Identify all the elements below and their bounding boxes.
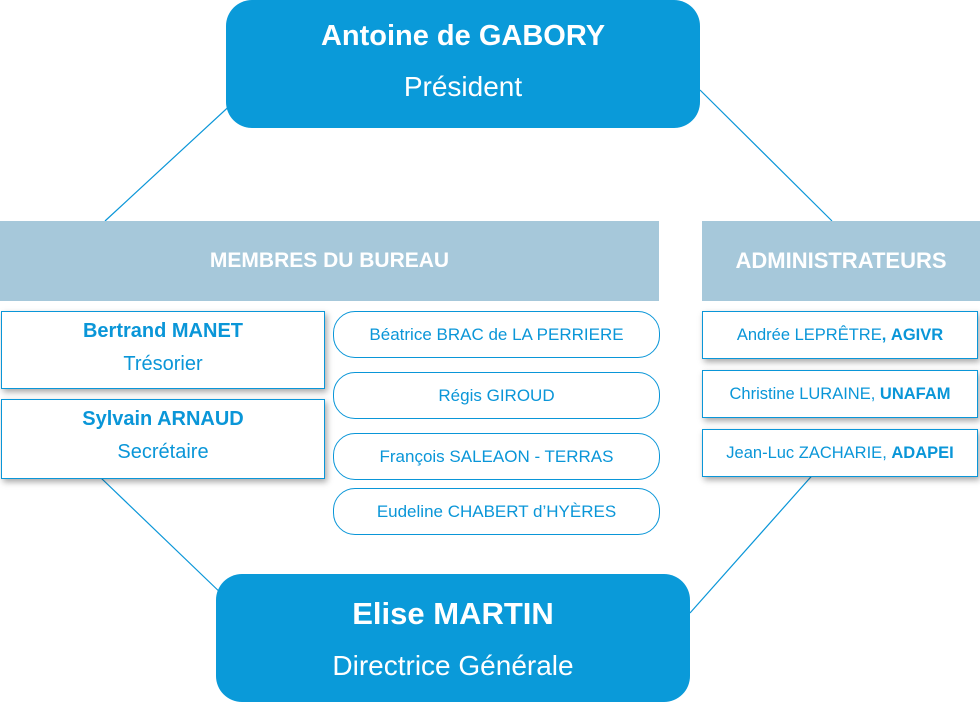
administrator-org: ADAPEI	[891, 443, 954, 462]
secretary-name: Sylvain ARNAUD	[82, 408, 244, 430]
bureau-member-name: François SALEAON - TERRAS	[379, 446, 614, 466]
bureau-member-name: Eudeline CHABERT d’HYÈRES	[376, 501, 617, 521]
administrator-separator: ,	[882, 443, 892, 462]
administrator-card: Andrée LEPRÊTRE, AGIVR	[702, 311, 978, 359]
administrator-card: Jean-Luc ZACHARIE, ADAPEI	[702, 429, 978, 477]
director-name: Elise MARTIN	[352, 596, 554, 631]
administrator-org: AGIVR	[890, 325, 944, 344]
secretary-role: Secrétaire	[117, 441, 209, 463]
bureau-member-name: Béatrice BRAC de LA PERRIERE	[369, 324, 624, 344]
treasurer-card: Bertrand MANET Trésorier	[1, 311, 325, 389]
administrator-name: Jean-Luc ZACHARIE	[726, 443, 883, 462]
director-role: Directrice Générale	[332, 650, 574, 681]
administrator-card: Christine LURAINE, UNAFAM	[702, 370, 978, 418]
administrators-header-label: ADMINISTRATEURS	[735, 248, 947, 273]
administrator-separator: ,	[881, 325, 891, 344]
administrators-header: ADMINISTRATEURS	[702, 221, 980, 301]
bureau-member-name: Régis GIROUD	[438, 385, 555, 405]
connector-admin-director	[689, 451, 834, 614]
administrator-org: UNAFAM	[879, 384, 951, 403]
connector-president-bureau	[104, 99, 237, 222]
bureau-header-label: MEMBRES DU BUREAU	[209, 249, 450, 272]
bureau-member: Eudeline CHABERT d’HYÈRES	[333, 488, 660, 535]
administrator-separator: ,	[870, 384, 880, 403]
treasurer-name: Bertrand MANET	[82, 320, 243, 342]
bureau-member: François SALEAON - TERRAS	[333, 433, 660, 480]
administrator-name: Christine LURAINE	[729, 384, 871, 403]
bureau-member: Béatrice BRAC de LA PERRIERE	[333, 311, 660, 358]
treasurer-role: Trésorier	[123, 353, 203, 375]
administrator-name: Andrée LEPRÊTRE	[736, 325, 882, 344]
secretary-card: Sylvain ARNAUD Secrétaire	[1, 399, 325, 479]
president-box: Antoine de GABORY Président	[226, 0, 700, 128]
director-box: Elise MARTIN Directrice Générale	[216, 574, 690, 702]
connector-president-admin	[699, 89, 833, 222]
connector-bureau-director	[99, 476, 227, 599]
bureau-member: Régis GIROUD	[333, 372, 660, 419]
bureau-header: MEMBRES DU BUREAU	[0, 221, 659, 301]
president-name: Antoine de GABORY	[320, 20, 606, 52]
president-role: Président	[403, 71, 523, 102]
